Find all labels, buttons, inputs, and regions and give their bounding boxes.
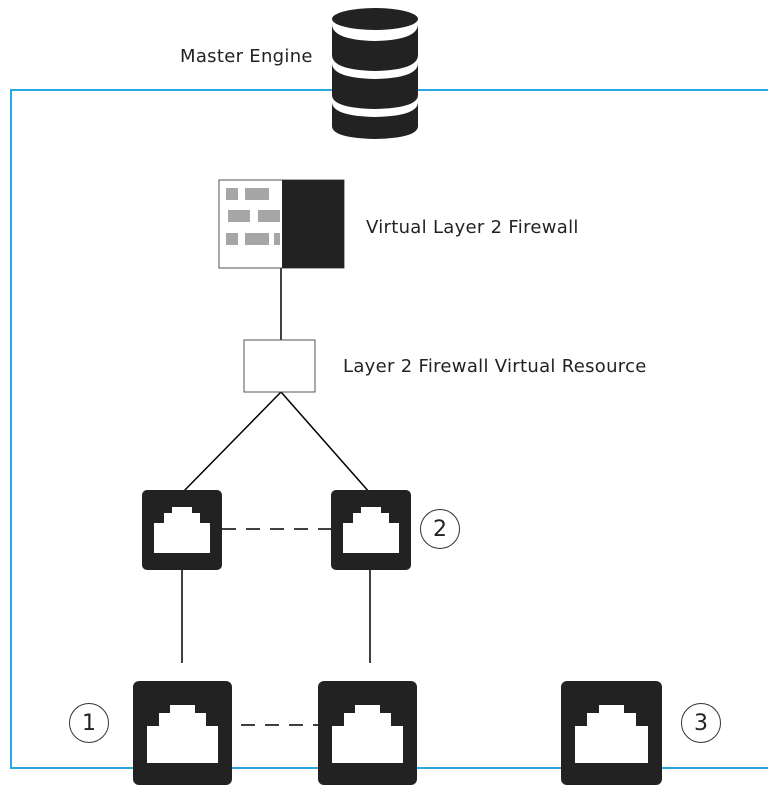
ethernet-port-icon	[142, 490, 222, 570]
badge-2: 2	[420, 509, 460, 549]
resource-to-right-port-line	[280, 391, 371, 494]
ethernet-port-icon	[331, 490, 411, 570]
resource-to-left-port-line	[181, 391, 282, 494]
virtual-firewall-label: Virtual Layer 2 Firewall	[366, 217, 579, 238]
badge-1: 1	[69, 703, 109, 743]
virtual-resource-label: Layer 2 Firewall Virtual Resource	[343, 356, 647, 377]
virtual-resource-box	[243, 339, 316, 393]
firewall-icon	[218, 179, 345, 269]
ethernet-port-icon	[318, 681, 417, 785]
connection-lines	[181, 268, 371, 726]
ethernet-port-icon	[133, 681, 232, 785]
master-engine-label: Master Engine	[180, 46, 313, 67]
badge-3: 3	[681, 703, 721, 743]
ethernet-port-icon	[561, 681, 662, 785]
database-icon	[332, 8, 418, 139]
master-engine-boundary	[10, 89, 768, 769]
